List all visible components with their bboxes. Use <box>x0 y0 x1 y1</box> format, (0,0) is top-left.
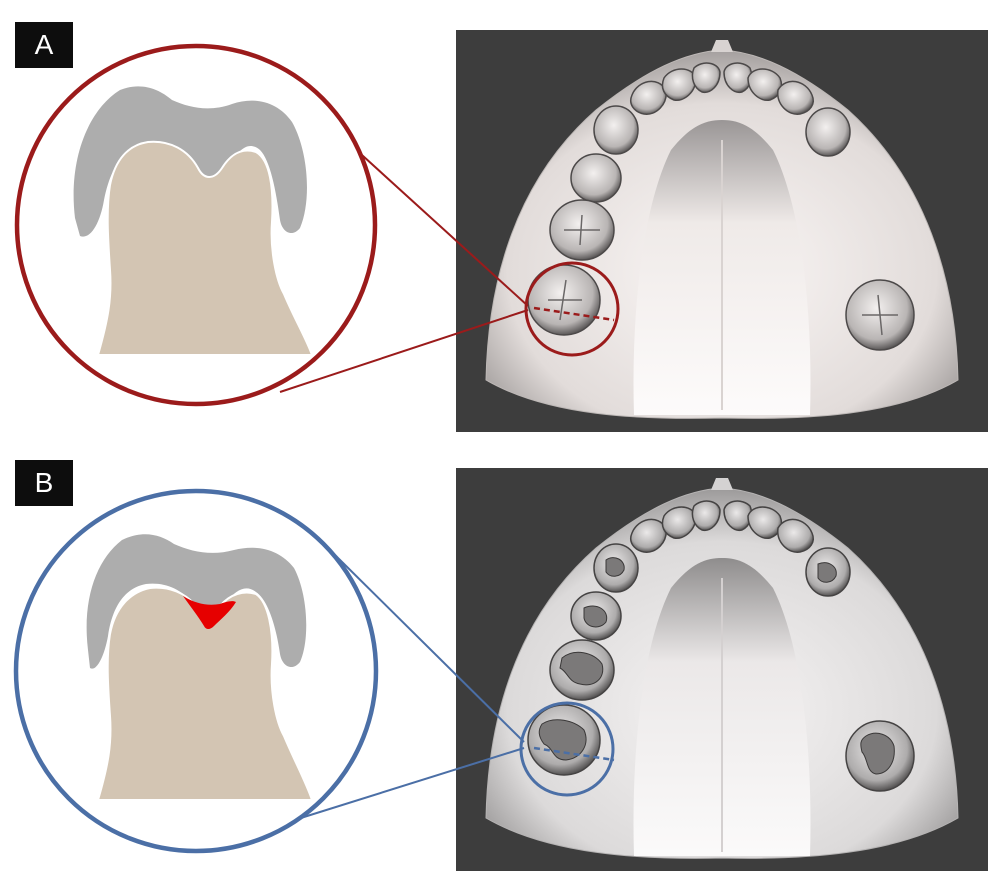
panel-a-cross-section <box>74 86 312 355</box>
panel-b-label: B <box>15 460 73 506</box>
model-nub <box>711 478 733 490</box>
panel-a-label: A <box>15 22 73 68</box>
panel-b-dental-scan <box>456 468 988 871</box>
panel-b-zoom-circle <box>16 491 376 851</box>
panel-b-cross-section <box>87 534 312 800</box>
panel-a-zoom-circle <box>17 46 375 404</box>
restoration-section <box>74 86 307 236</box>
model-nub <box>711 40 733 52</box>
restoration-section <box>87 534 307 668</box>
dental-model <box>486 40 958 418</box>
defect-section <box>183 596 236 629</box>
tooth-section <box>98 142 312 355</box>
tooth-section <box>98 588 312 800</box>
panel-a-dental-scan <box>456 30 988 432</box>
dental-model <box>486 478 958 858</box>
